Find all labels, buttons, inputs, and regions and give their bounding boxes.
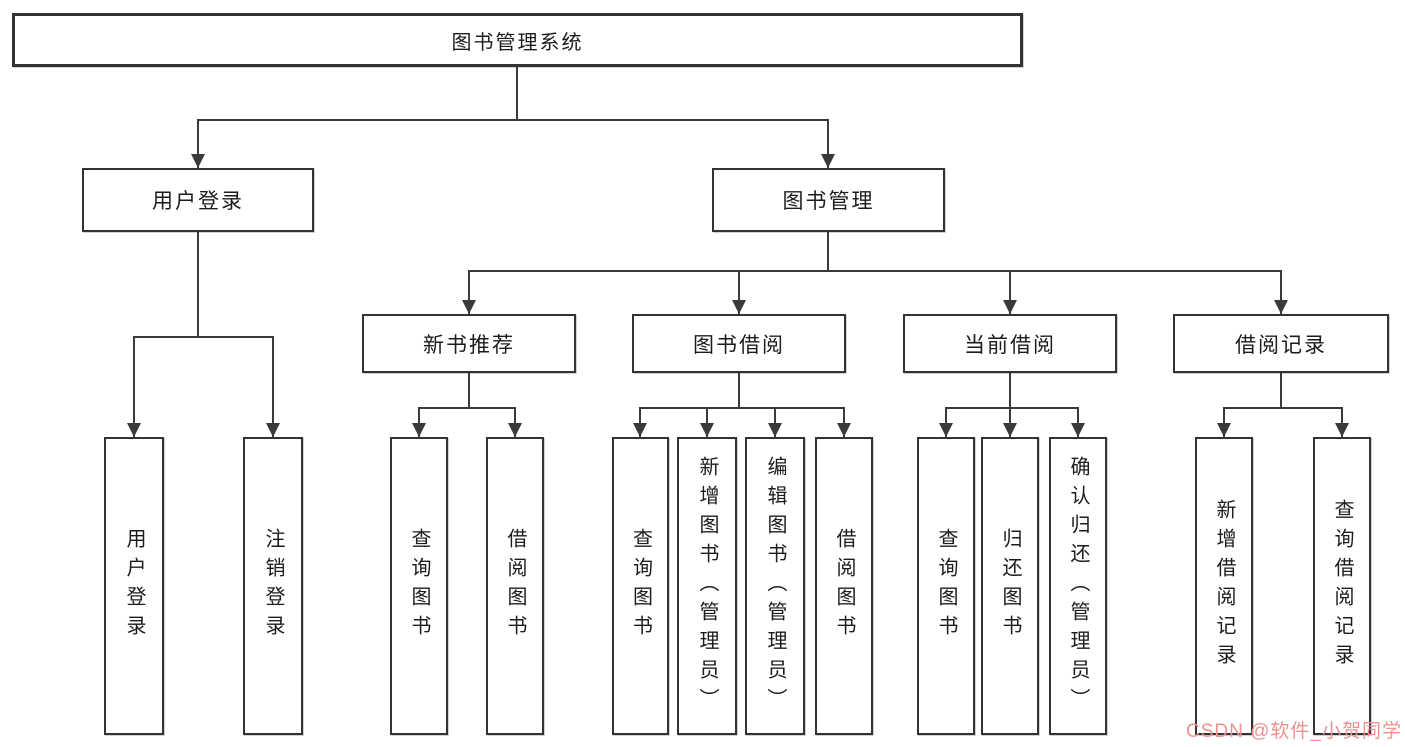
node-cb-query-books: 查询图书 xyxy=(917,437,975,735)
node-label: 编辑图书（管理员） xyxy=(764,455,786,717)
node-bb-borrow-books: 借阅图书 xyxy=(815,437,873,735)
node-logout: 注销登录 xyxy=(243,437,303,735)
node-new-book-recommend: 新书推荐 xyxy=(362,314,576,373)
node-current-borrow: 当前借阅 xyxy=(903,314,1117,373)
node-label: 图书管理系统 xyxy=(451,31,584,54)
node-label: 新增借阅记录 xyxy=(1213,499,1235,673)
node-label: 借阅图书 xyxy=(504,528,526,644)
node-user-login: 用户登录 xyxy=(104,437,164,735)
node-br-add-record: 新增借阅记录 xyxy=(1195,437,1253,735)
node-label: 新增图书（管理员） xyxy=(696,455,718,717)
node-label: 借阅记录 xyxy=(1235,333,1327,357)
node-cb-confirm-return-admin: 确认归还（管理员） xyxy=(1049,437,1107,735)
node-label: 当前借阅 xyxy=(964,333,1056,357)
node-label: 查询图书 xyxy=(935,528,957,644)
node-br-query-record: 查询借阅记录 xyxy=(1313,437,1371,735)
node-label: 查询借阅记录 xyxy=(1331,499,1353,673)
node-label: 图书借阅 xyxy=(693,333,785,357)
node-bb-edit-books-admin: 编辑图书（管理员） xyxy=(745,437,805,735)
node-label: 查询图书 xyxy=(629,528,652,644)
node-book-borrow: 图书借阅 xyxy=(632,314,846,373)
node-cb-return-books: 归还图书 xyxy=(981,437,1039,735)
node-borrow-records: 借阅记录 xyxy=(1173,314,1389,373)
node-label: 借阅图书 xyxy=(833,528,855,644)
node-book-management-branch: 图书管理 xyxy=(712,168,945,232)
node-label: 用户登录 xyxy=(123,528,145,644)
node-bb-query-books: 查询图书 xyxy=(612,437,669,735)
watermark: CSDN @软件_小贺同学 xyxy=(1186,721,1402,742)
node-label: 新书推荐 xyxy=(423,333,515,357)
node-bb-add-books-admin: 新增图书（管理员） xyxy=(677,437,737,735)
node-book-management-system: 图书管理系统 xyxy=(12,13,1023,67)
node-nb-borrow-books: 借阅图书 xyxy=(486,437,544,735)
node-label: 图书管理 xyxy=(782,190,875,213)
node-label: 注销登录 xyxy=(262,528,284,644)
node-label: 归还图书 xyxy=(999,528,1021,644)
node-label: 查询图书 xyxy=(408,528,430,644)
node-label: 用户登录 xyxy=(152,190,244,213)
node-nb-query-books: 查询图书 xyxy=(390,437,448,735)
node-user-login-branch: 用户登录 xyxy=(82,168,314,232)
node-label: 确认归还（管理员） xyxy=(1067,455,1089,717)
